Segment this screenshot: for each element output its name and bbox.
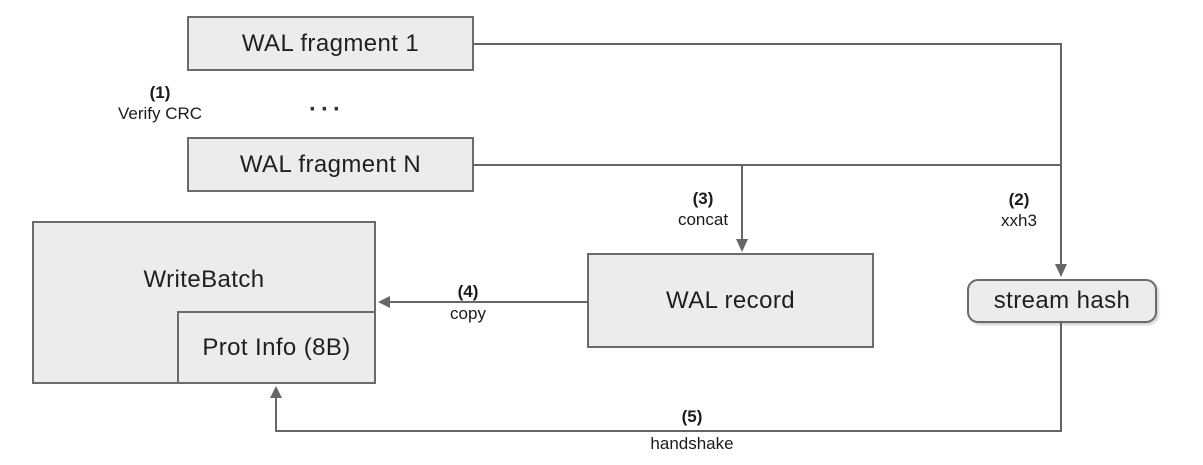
step2-text: xxh3: [1001, 211, 1037, 230]
step4-number: (4): [457, 282, 479, 301]
step4-copy-label: (4) copy: [450, 281, 486, 325]
step3-text: concat: [677, 210, 729, 229]
step4-text: copy: [450, 304, 486, 323]
fragments-ellipsis: ···: [309, 96, 345, 123]
stream-hash-label: stream hash: [993, 287, 1131, 314]
wal-record-box: WAL record: [587, 253, 874, 348]
wal-fragment-1-box: WAL fragment 1: [187, 16, 474, 71]
write-batch-label: WriteBatch: [143, 266, 265, 293]
wal-fragment-1-label: WAL fragment 1: [241, 29, 420, 57]
wal-fragment-n-label: WAL fragment N: [239, 150, 422, 178]
arrowhead-concat-down: [736, 239, 748, 252]
step5-number: (5): [681, 407, 703, 426]
step5-handshake-label: (5) handshake: [650, 403, 733, 457]
stream-hash-box: stream hash: [967, 279, 1157, 323]
wal-record-label: WAL record: [666, 286, 795, 314]
arrowhead-xxh3-down: [1055, 264, 1067, 277]
prot-info-box: Prot Info (8B): [177, 311, 376, 384]
step2-xxh3-label: (2) xxh3: [1001, 189, 1037, 231]
connector-fragment1-to-hash: [474, 43, 1062, 265]
step2-number: (2): [1008, 190, 1030, 209]
step3-concat-label: (3) concat: [678, 188, 728, 230]
wal-fragment-n-box: WAL fragment N: [187, 137, 474, 192]
step3-number: (3): [692, 189, 714, 208]
step1-verify-crc-label: (1) Verify CRC: [118, 82, 202, 124]
connector-handshake: [275, 323, 1062, 432]
arrowhead-copy-left: [378, 296, 390, 308]
arrowhead-handshake-up: [270, 386, 282, 398]
step1-number: (1): [149, 83, 171, 102]
step1-text: Verify CRC: [117, 104, 203, 123]
step5-text: handshake: [650, 434, 734, 453]
prot-info-label: Prot Info (8B): [202, 333, 351, 361]
